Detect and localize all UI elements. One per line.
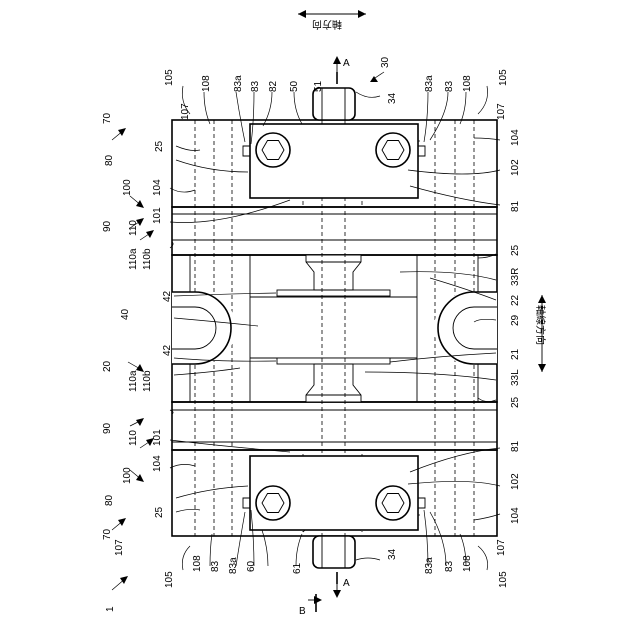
label-108-tr: 108 <box>462 75 473 92</box>
label-90-bottom: 90 <box>102 422 113 434</box>
bolt-head-top-right <box>376 133 410 167</box>
label-51: 51 <box>313 80 324 92</box>
bolt-head-bottom-left <box>256 486 290 520</box>
label-107-tr: 107 <box>496 103 507 120</box>
axis-line-direction-indicator: 軸線方向 <box>534 295 547 372</box>
label-80-top: 80 <box>104 154 115 166</box>
label-83a-tl: 83a <box>233 75 244 92</box>
bolt-head-bottom-right <box>376 486 410 520</box>
label-110-bottom: 110 <box>128 430 139 446</box>
label-110a-top: 110a <box>128 248 139 270</box>
label-100-top: 100 <box>122 179 133 196</box>
label-33L: 33L <box>510 369 521 386</box>
section-a-bottom-label: A <box>343 578 350 589</box>
label-29: 29 <box>510 314 521 326</box>
label-107-br: 107 <box>496 539 507 556</box>
section-mark-a-top: A <box>333 56 350 84</box>
label-70-top: 70 <box>102 112 113 124</box>
section-mark-b: B <box>299 594 322 617</box>
label-110b-bottom: 110b <box>142 370 153 392</box>
label-83a-bl: 83a <box>228 557 239 574</box>
left-u-notch <box>172 292 236 364</box>
label-110-top: 110 <box>128 220 139 236</box>
label-101-top: 101 <box>152 207 163 224</box>
label-82: 82 <box>268 80 279 92</box>
label-108-tl: 108 <box>201 75 212 92</box>
label-107-tl: 107 <box>180 103 191 120</box>
label-42-top: 42 <box>162 290 173 302</box>
label-34-top: 34 <box>387 92 398 104</box>
label-81-top: 81 <box>510 200 521 212</box>
label-34-bottom: 34 <box>387 548 398 560</box>
label-104-tl: 104 <box>152 179 163 196</box>
label-83-tr: 83 <box>444 80 455 92</box>
axial-direction-indicator: 軸方向 <box>298 10 366 31</box>
label-25-tl: 25 <box>154 140 165 152</box>
bolt-head-top-left <box>256 133 290 167</box>
label-1: 1 <box>105 606 116 612</box>
label-105-tl: 105 <box>164 69 175 86</box>
label-83-bl: 83 <box>210 560 221 572</box>
section-mark-a-bottom: A <box>333 572 350 598</box>
label-104-tr: 104 <box>510 129 521 146</box>
label-104-bl: 104 <box>152 455 163 472</box>
label-83a-tr: 83a <box>424 75 435 92</box>
label-30: 30 <box>380 56 391 68</box>
label-105-bl: 105 <box>164 571 175 588</box>
label-25-bl: 25 <box>154 506 165 518</box>
axial-direction-label: 軸方向 <box>312 18 342 31</box>
label-108-br: 108 <box>462 555 473 572</box>
label-40: 40 <box>120 308 131 320</box>
label-90-top: 90 <box>102 220 113 232</box>
label-70-bottom: 70 <box>102 528 113 540</box>
label-100-bottom: 100 <box>122 467 133 484</box>
label-33R: 33R <box>510 268 521 286</box>
label-108-bl: 108 <box>192 555 203 572</box>
label-102-bottom: 102 <box>510 473 521 490</box>
label-107-bl: 107 <box>114 539 125 556</box>
label-50: 50 <box>289 80 300 92</box>
label-42-bottom: 42 <box>162 344 173 356</box>
label-83a-br: 83a <box>424 557 435 574</box>
label-102-top: 102 <box>510 159 521 176</box>
label-61: 61 <box>292 562 303 574</box>
section-b-label: B <box>299 606 306 617</box>
label-104-br: 104 <box>510 507 521 524</box>
label-25-r1: 25 <box>510 244 521 256</box>
label-105-br: 105 <box>498 571 509 588</box>
label-110b-top: 110b <box>142 248 153 270</box>
label-60: 60 <box>246 560 257 572</box>
label-101-bottom: 101 <box>152 429 163 446</box>
label-83-br: 83 <box>444 560 455 572</box>
label-20: 20 <box>102 360 113 372</box>
label-22: 22 <box>510 294 521 306</box>
label-110a-bottom: 110a <box>128 370 139 392</box>
bottom-shaft-end <box>313 536 355 568</box>
label-105-tr: 105 <box>498 69 509 86</box>
label-83-tl: 83 <box>250 80 261 92</box>
section-a-top-label: A <box>343 58 350 69</box>
label-80-bottom: 80 <box>104 494 115 506</box>
axis-line-direction-label: 軸線方向 <box>534 305 547 345</box>
label-81-bottom: 81 <box>510 440 521 452</box>
label-25-r2: 25 <box>510 396 521 408</box>
label-21: 21 <box>510 348 521 360</box>
